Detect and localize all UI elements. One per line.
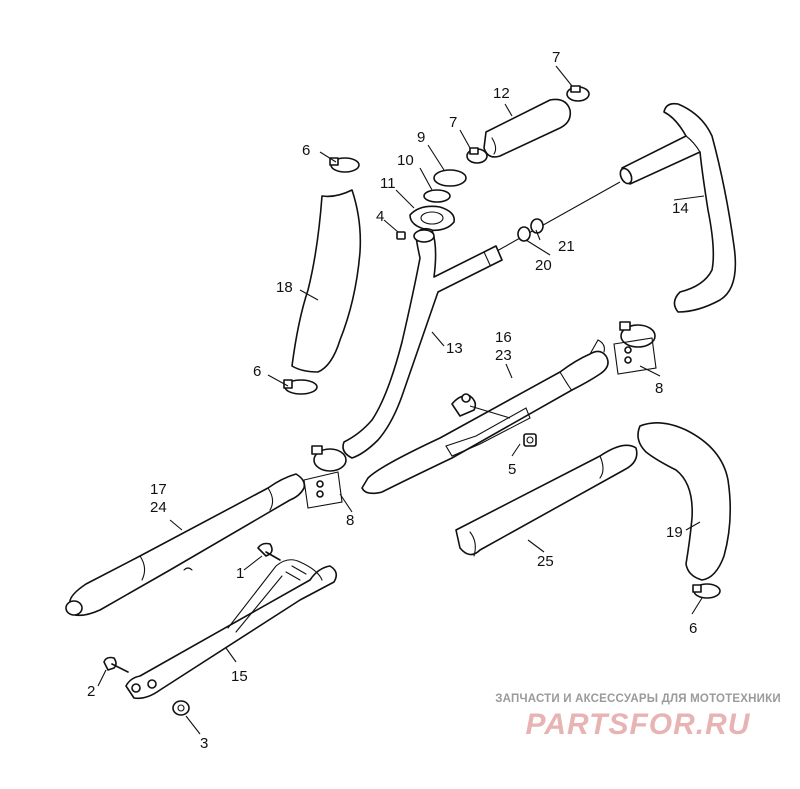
part-6-clamp-top xyxy=(329,157,360,173)
callout-2: 2 xyxy=(87,683,95,700)
part-17-24-muffler xyxy=(65,473,306,617)
callout-11: 11 xyxy=(380,175,396,192)
part-5-nut xyxy=(523,433,537,447)
part-16-23-muffler xyxy=(361,339,609,495)
callout-7-upper: 7 xyxy=(552,49,560,66)
part-11-flange xyxy=(409,205,456,232)
callout-17: 17 xyxy=(150,481,167,498)
leader-lines xyxy=(97,65,705,735)
callout-15: 15 xyxy=(231,668,248,685)
part-1-bolt xyxy=(257,542,281,561)
callout-14: 14 xyxy=(672,200,689,217)
callout-13: 13 xyxy=(446,340,463,357)
callout-12: 12 xyxy=(493,85,510,102)
callout-6-top: 6 xyxy=(302,142,310,159)
callout-4: 4 xyxy=(376,208,384,225)
callout-24: 24 xyxy=(150,499,167,516)
part-6-clamp-mid xyxy=(283,379,318,395)
callout-9: 9 xyxy=(417,129,425,146)
callout-18: 18 xyxy=(276,279,293,296)
part-13-front-header xyxy=(342,227,503,459)
callout-25: 25 xyxy=(537,553,554,570)
part-8-clamp-right xyxy=(613,321,657,375)
callout-8-left: 8 xyxy=(346,512,354,529)
callout-5: 5 xyxy=(508,461,516,478)
part-7-clamp-lower xyxy=(466,147,488,164)
part-4-nut xyxy=(396,231,406,240)
part-18-heat-shield xyxy=(291,189,362,373)
part-10-ring xyxy=(423,189,451,203)
part-15-bracket xyxy=(125,559,338,700)
part-21-ring xyxy=(530,218,544,234)
part-6-clamp-bottom xyxy=(692,583,721,599)
part-20-ring xyxy=(517,226,531,242)
muffler-mount-bracket xyxy=(451,393,477,417)
watermark-tagline: ЗАПЧАСТИ И АКСЕССУАРЫ ДЛЯ МОТОТЕХНИКИ xyxy=(495,693,781,705)
part-8-clamp-left xyxy=(303,445,347,509)
part-9-gasket xyxy=(433,169,467,187)
watermark-logo: PARTSFOR.RU xyxy=(525,708,751,741)
part-25-heat-shield xyxy=(455,444,638,557)
part-12-heat-shield xyxy=(483,98,572,158)
callout-10: 10 xyxy=(397,152,414,169)
callout-6-bottom: 6 xyxy=(689,620,697,637)
part-7-clamp-upper xyxy=(566,85,590,102)
callout-19: 19 xyxy=(666,524,683,541)
part-19-heat-shield xyxy=(637,422,732,581)
callout-21: 21 xyxy=(558,238,575,255)
callout-1: 1 xyxy=(236,565,244,582)
callout-20: 20 xyxy=(535,257,552,274)
callout-3: 3 xyxy=(200,735,208,752)
part-2-bolt xyxy=(103,656,129,673)
callout-8-right: 8 xyxy=(655,380,663,397)
callout-6-mid: 6 xyxy=(253,363,261,380)
callout-7-lower: 7 xyxy=(449,114,457,131)
callout-16: 16 xyxy=(495,329,512,346)
part-3-nut xyxy=(172,700,190,716)
part-14-rear-header xyxy=(619,102,737,313)
callout-23: 23 xyxy=(495,347,512,364)
callout-labels: 7 12 7 9 10 11 4 6 18 6 13 16 23 21 20 1… xyxy=(87,49,697,752)
